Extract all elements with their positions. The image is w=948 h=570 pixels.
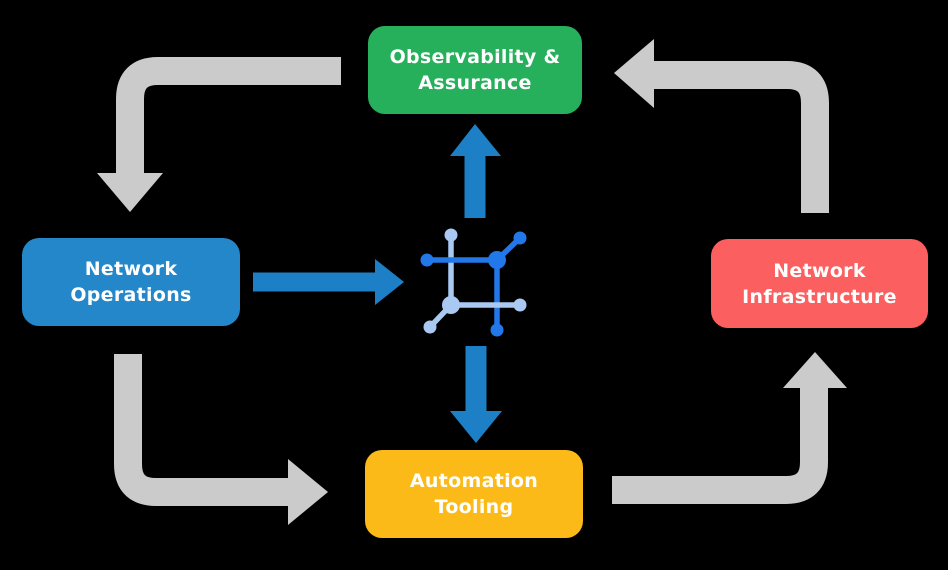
node-network-operations: Network Operations	[22, 238, 240, 326]
network-mesh-icon	[420, 228, 527, 337]
node-label-line: Observability &	[389, 46, 561, 68]
arrow-center-to-observability	[450, 124, 501, 218]
arrowhead-left	[614, 39, 654, 108]
arrow-operations-to-center	[253, 259, 404, 305]
arrow-center-to-automation	[450, 346, 502, 443]
arrow-automation-to-infrastructure	[612, 352, 847, 504]
arrowhead-down	[450, 411, 502, 443]
node-label-line: Tooling	[434, 496, 514, 518]
arrowhead-up	[450, 124, 501, 156]
arrow-infrastructure-to-observability	[614, 39, 829, 213]
icon-dot-left	[420, 253, 434, 267]
icon-corner-node-bottom-left	[442, 296, 460, 314]
arrow-operations-to-automation	[114, 354, 328, 525]
arrowhead-up	[783, 352, 847, 388]
node-label-line: Operations	[70, 284, 192, 306]
arrowhead-down	[97, 173, 163, 212]
node-observability-assurance: Observability & Assurance	[368, 26, 582, 114]
node-label-line: Network	[84, 258, 178, 280]
node-label-line: Assurance	[418, 72, 532, 94]
node-label-line: Automation	[409, 470, 539, 492]
icon-dot-top	[444, 228, 458, 242]
icon-dot-bottom	[490, 323, 504, 337]
node-label-line: Infrastructure	[742, 285, 897, 308]
icon-dot-bottom-left	[423, 320, 437, 334]
node-network-infrastructure: Network Infrastructure	[711, 239, 928, 328]
arrow-observability-to-operations	[97, 57, 341, 212]
icon-dot-right	[513, 298, 527, 312]
icon-corner-node-top-right	[488, 251, 506, 269]
node-automation-tooling: Automation Tooling	[365, 450, 583, 538]
arrowhead-right	[288, 459, 328, 525]
node-label-line: Network	[773, 259, 866, 282]
arrowhead-right	[375, 259, 404, 305]
icon-dot-top-right	[513, 231, 527, 245]
